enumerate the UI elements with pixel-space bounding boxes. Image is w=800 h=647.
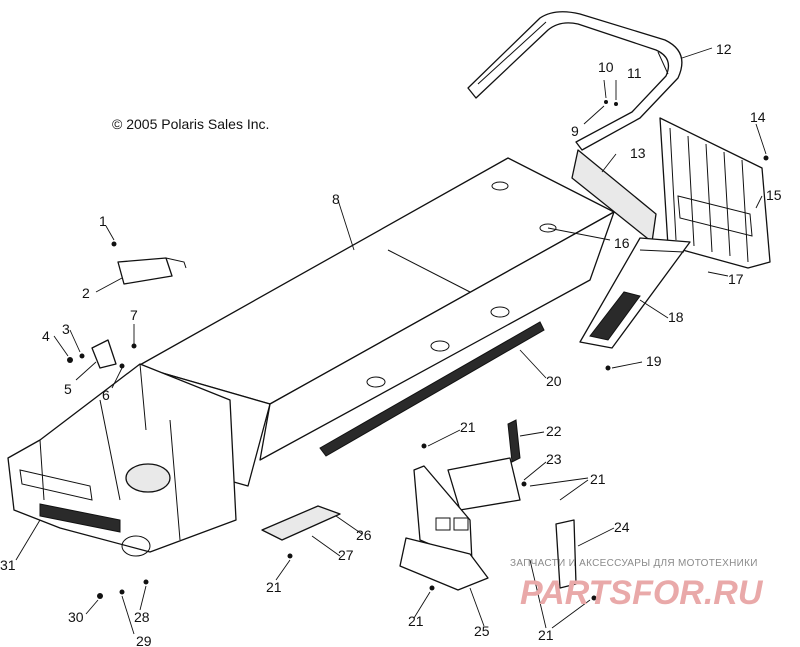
callout-15: 15 — [766, 187, 782, 203]
callout-23: 23 — [546, 451, 562, 467]
callout-22: 22 — [546, 423, 562, 439]
watermark-text: ЗАПЧАСТИ И АКСЕССУАРЫ ДЛЯ МОТОТЕХНИКИ — [510, 558, 758, 569]
callout-4: 4 — [42, 328, 50, 344]
callout-7: 7 — [130, 307, 138, 323]
callout-14: 14 — [750, 109, 766, 125]
callout-16: 16 — [614, 235, 630, 251]
callout-18: 18 — [668, 309, 684, 325]
callout-13: 13 — [630, 145, 646, 161]
snow-flap — [659, 117, 771, 269]
callout-21-d: 21 — [408, 613, 424, 629]
callout-26: 26 — [356, 527, 372, 543]
callout-9: 9 — [571, 123, 579, 139]
callout-17: 17 — [728, 271, 744, 287]
bracket-24 — [555, 519, 577, 589]
mount-bracket-2 — [117, 257, 187, 285]
rear-bumper-rail — [467, 11, 683, 151]
callout-30: 30 — [68, 609, 84, 625]
side-panel-assembly — [399, 419, 521, 591]
callout-25: 25 — [474, 623, 490, 639]
callout-1: 1 — [99, 213, 107, 229]
callout-6: 6 — [102, 387, 110, 403]
callout-21-c: 21 — [266, 579, 282, 595]
callout-3: 3 — [62, 321, 70, 337]
callout-8: 8 — [332, 191, 340, 207]
callout-20: 20 — [546, 373, 562, 389]
part-callouts: 1 2 3 4 5 6 7 8 9 10 11 12 13 14 15 16 1… — [0, 41, 782, 647]
skid-plate — [261, 505, 341, 541]
callout-2: 2 — [82, 285, 90, 301]
callout-10: 10 — [598, 59, 614, 75]
callout-29: 29 — [136, 633, 152, 647]
callout-21-b: 21 — [590, 471, 606, 487]
callout-27: 27 — [338, 547, 354, 563]
front-bulkhead — [7, 363, 237, 557]
watermark: ЗАПЧАСТИ И АКСЕССУАРЫ ДЛЯ МОТОТЕХНИКИ PA… — [510, 558, 764, 612]
callout-12: 12 — [716, 41, 732, 57]
callout-24: 24 — [614, 519, 630, 535]
fastener-markers — [67, 100, 769, 601]
callout-28: 28 — [134, 609, 150, 625]
callout-21-e: 21 — [538, 627, 554, 643]
running-board — [579, 237, 691, 349]
mount-bracket-5 — [91, 339, 117, 369]
callout-11: 11 — [627, 65, 642, 81]
callout-5: 5 — [64, 381, 72, 397]
leader-lines — [15, 47, 767, 635]
callout-19: 19 — [646, 353, 662, 369]
copyright-text: © 2005 Polaris Sales Inc. — [112, 116, 270, 132]
callout-31: 31 — [0, 557, 16, 573]
watermark-logo: PARTSFOR.RU — [520, 574, 764, 612]
callout-21-a: 21 — [460, 419, 476, 435]
